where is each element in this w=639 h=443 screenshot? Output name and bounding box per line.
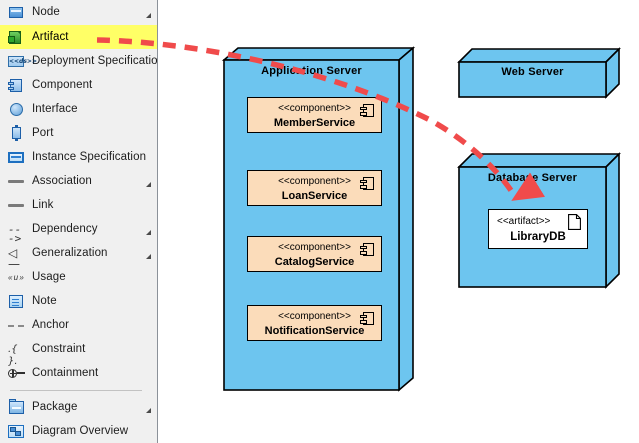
note-icon	[8, 293, 25, 310]
palette-item-label: Interface	[32, 103, 78, 115]
component-name: CatalogService	[274, 256, 355, 268]
palette-item-deployment-specification[interactable]: <<ds>> Deployment Specification	[0, 49, 157, 73]
palette-item-note[interactable]: Note	[0, 289, 157, 313]
palette-item-label: Constraint	[32, 343, 86, 355]
palette-item-dependency[interactable]: ---> Dependency	[0, 217, 157, 245]
palette-item-label: Diagram Overview	[32, 425, 129, 437]
component-stereotype: <<component>>	[278, 311, 351, 322]
component-icon	[8, 77, 25, 94]
component-shape-icon	[360, 312, 374, 325]
palette-item-label: Component	[32, 79, 93, 91]
component-name: LoanService	[281, 190, 348, 202]
palette-item-association[interactable]: Association	[0, 169, 157, 193]
component-name: NotificationService	[264, 325, 365, 337]
artifact-document-icon	[568, 214, 581, 230]
palette-item-label: Generalization	[32, 247, 108, 259]
element-palette[interactable]: Node Artifact <<ds>> Deployment Specific…	[0, 0, 158, 443]
component-shape-icon	[360, 177, 374, 190]
palette-item-label: Anchor	[32, 319, 70, 331]
expand-triangle-icon[interactable]	[146, 408, 151, 413]
palette-item-label: Association	[32, 175, 92, 187]
palette-item-label: Node	[32, 6, 60, 18]
interface-icon	[8, 101, 25, 118]
component-loanservice[interactable]: <<component>> LoanService	[247, 170, 382, 206]
palette-item-artifact[interactable]: Artifact	[0, 25, 157, 49]
association-line-icon	[8, 173, 25, 190]
package-icon	[8, 398, 25, 416]
component-name: MemberService	[273, 117, 356, 129]
palette-item-label: Port	[32, 127, 54, 139]
diagram-canvas[interactable]: Application Server <<component>> MemberS…	[159, 0, 639, 443]
deployment-specification-icon: <<ds>>	[8, 55, 37, 67]
constraint-icon: .{ }.	[8, 343, 18, 367]
expand-triangle-icon[interactable]	[146, 254, 151, 259]
artifact-name: LibraryDB	[510, 231, 566, 243]
palette-item-label: Instance Specification	[32, 151, 147, 163]
palette-item-anchor[interactable]: Anchor	[0, 313, 157, 337]
artifact-librarydb[interactable]: <<artifact>> LibraryDB	[488, 209, 588, 249]
palette-item-label: Artifact	[32, 31, 69, 43]
anchor-dashed-icon	[8, 317, 25, 334]
palette-item-component[interactable]: Component	[0, 73, 157, 97]
palette-item-diagram-overview[interactable]: Diagram Overview	[0, 419, 157, 443]
palette-item-generalization[interactable]: ◁— Generalization	[0, 241, 157, 271]
palette-item-label: Link	[32, 199, 54, 211]
component-notificationservice[interactable]: <<component>> NotificationService	[247, 305, 382, 341]
port-icon	[8, 124, 25, 142]
artifact-stereotype: <<artifact>>	[497, 216, 551, 227]
instance-specification-icon	[8, 149, 25, 166]
component-shape-icon	[360, 104, 374, 117]
palette-item-label: Containment	[32, 367, 99, 379]
expand-triangle-icon[interactable]	[146, 13, 151, 18]
palette-separator	[10, 390, 142, 391]
generalization-arrow-icon: ◁—	[8, 245, 20, 271]
link-line-icon	[8, 197, 25, 214]
node-title: Application Server	[261, 65, 362, 77]
palette-item-package[interactable]: Package	[0, 395, 157, 419]
palette-item-label: Package	[32, 401, 78, 413]
palette-item-constraint[interactable]: .{ }. Constraint	[0, 337, 157, 367]
usage-icon: « u »	[8, 272, 24, 282]
component-catalogservice[interactable]: <<component>> CatalogService	[247, 236, 382, 272]
dependency-arrow-icon: --->	[8, 222, 22, 245]
palette-item-label: Usage	[32, 271, 66, 283]
palette-item-containment[interactable]: Containment	[0, 361, 157, 385]
component-memberservice[interactable]: <<component>> MemberService	[247, 97, 382, 133]
palette-item-usage[interactable]: « u » Usage	[0, 265, 157, 289]
node-title: Database Server	[487, 172, 578, 184]
palette-item-port[interactable]: Port	[0, 121, 157, 145]
containment-icon	[8, 365, 25, 382]
expand-triangle-icon[interactable]	[146, 230, 151, 235]
web-server-3d-shape	[457, 47, 621, 99]
palette-item-instance-specification[interactable]: Instance Specification	[0, 145, 157, 169]
palette-item-label: Dependency	[32, 223, 98, 235]
expand-triangle-icon[interactable]	[146, 182, 151, 187]
component-shape-icon	[360, 243, 374, 256]
node-title: Web Server	[501, 66, 564, 78]
palette-item-interface[interactable]: Interface	[0, 97, 157, 121]
artifact-icon	[8, 29, 25, 46]
diagram-overview-icon	[8, 423, 25, 440]
palette-item-label: Note	[32, 295, 57, 307]
component-stereotype: <<component>>	[278, 242, 351, 253]
palette-item-link[interactable]: Link	[0, 193, 157, 217]
palette-item-node[interactable]: Node	[0, 0, 157, 24]
palette-item-label: Deployment Specification	[32, 55, 158, 67]
node-icon	[8, 4, 25, 21]
